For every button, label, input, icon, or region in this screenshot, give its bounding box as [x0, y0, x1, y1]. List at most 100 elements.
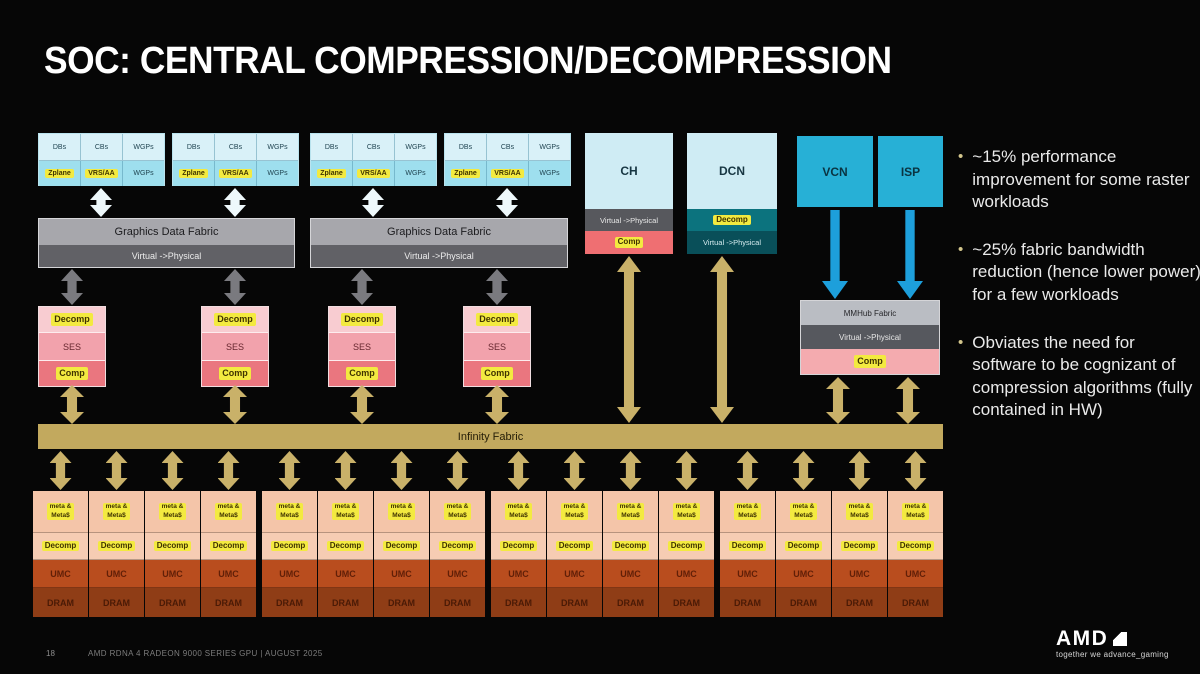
vrs-aa-chip: VRS/AA	[85, 168, 118, 179]
memory-decomp-row: Decomp	[603, 533, 658, 560]
memory-decomp-row: Decomp	[145, 533, 200, 560]
gdf-to-decomp-arrow	[224, 269, 246, 305]
dcn-virtual-physical: Virtual ->Physical	[687, 231, 777, 254]
dram-row: DRAM	[888, 588, 943, 617]
fabric-to-memory-arrow-zone	[33, 451, 88, 491]
meta-line1: meta &	[161, 502, 184, 510]
fabric-to-memory-arrow	[676, 451, 698, 490]
ses-row: SES	[39, 332, 105, 361]
wgps-cell-2: WGPs	[405, 170, 426, 177]
meta-line2: Meta$	[850, 511, 869, 519]
meta-line2: Meta$	[51, 511, 70, 519]
umc-row: UMC	[603, 560, 658, 588]
memory-channel: meta & Meta$ Decomp UMC DRAM	[318, 451, 373, 617]
wgps-cell: WGPs	[267, 143, 288, 151]
umc-row: UMC	[832, 560, 887, 588]
decomp-stack: Decomp SES Comp	[328, 306, 396, 387]
fabric-to-memory-arrow-zone	[776, 451, 831, 491]
meta-line2: Meta$	[392, 511, 411, 519]
meta-line1: meta &	[105, 502, 128, 510]
memory-decomp-chip: Decomp	[784, 540, 823, 552]
vrs-aa-chip: VRS/AA	[357, 168, 390, 179]
memory-channel: meta & Meta$ Decomp UMC DRAM	[201, 451, 256, 617]
fabric-to-memory-arrow	[447, 451, 469, 490]
comp-row: Comp	[39, 361, 105, 386]
comp-chip: Comp	[56, 367, 88, 380]
ch-block: CH Virtual ->Physical Comp	[585, 133, 673, 254]
meta-line2: Meta$	[565, 511, 584, 519]
umc-row: UMC	[720, 560, 775, 588]
slide-title: SOC: CENTRAL COMPRESSION/DECOMPRESSION	[44, 40, 892, 82]
meta-cache-chip: meta & Meta$	[616, 502, 645, 521]
graphics-data-fabric: Graphics Data Fabric Virtual ->Physical	[38, 218, 295, 268]
fabric-to-memory-arrow-zone	[374, 451, 429, 491]
cluster-to-gdf-arrow	[224, 188, 246, 217]
fabric-to-memory-arrow	[50, 451, 72, 490]
meta-line1: meta &	[675, 502, 698, 510]
meta-cache-chip: meta & Meta$	[102, 502, 131, 521]
meta-line2: Meta$	[677, 511, 696, 519]
mmhub-fabric-label: MMHub Fabric	[801, 301, 939, 325]
meta-cache-chip: meta & Meta$	[46, 502, 75, 521]
isp-block: ISP	[878, 136, 943, 207]
memory-channel: meta & Meta$ Decomp UMC DRAM	[430, 451, 485, 617]
fabric-to-memory-arrow-zone	[659, 451, 714, 491]
vrs-aa-cell: VRS/AA	[215, 161, 257, 186]
bullet-item: • ~25% fabric bandwidth reduction (hence…	[958, 239, 1200, 307]
cluster-bottom-row: Zplane VRS/AA WGPs	[445, 161, 570, 186]
comp-chip: Comp	[346, 367, 378, 380]
meta-line2: Meta$	[448, 511, 467, 519]
meta-cache-row: meta & Meta$	[374, 491, 429, 533]
memory-channel: meta & Meta$ Decomp UMC DRAM	[832, 451, 887, 617]
fabric-to-memory-arrow	[793, 451, 815, 490]
bullet-text: ~15% performance improvement for some ra…	[972, 147, 1190, 212]
dram-row: DRAM	[374, 588, 429, 617]
dram-row: DRAM	[603, 588, 658, 617]
cbs-cell: CBs	[215, 134, 257, 160]
fabric-to-memory-arrow	[391, 451, 413, 490]
bullet-dot: •	[958, 333, 964, 351]
vrs-aa-cell: VRS/AA	[81, 161, 123, 186]
decomp-row: Decomp	[329, 307, 395, 332]
zplane-chip: Zplane	[317, 168, 346, 179]
meta-cache-chip: meta & Meta$	[845, 502, 874, 521]
vrs-aa-chip: VRS/AA	[491, 168, 524, 179]
amd-logo: AMD	[1056, 627, 1128, 651]
meta-line1: meta &	[390, 502, 413, 510]
bullet-text: Obviates the need for software to be cog…	[972, 332, 1193, 420]
zplane-chip: Zplane	[45, 168, 74, 179]
mmhub-to-fabric-arrow	[826, 377, 850, 424]
memory-decomp-chip: Decomp	[209, 540, 248, 552]
meta-cache-row: meta & Meta$	[491, 491, 546, 533]
meta-cache-row: meta & Meta$	[832, 491, 887, 533]
memory-channel: meta & Meta$ Decomp UMC DRAM	[262, 451, 317, 617]
notes-panel: • ~15% performance improvement for some …	[958, 146, 1200, 447]
memory-group: meta & Meta$ Decomp UMC DRAM	[720, 451, 943, 617]
ch-comp-chip: Comp	[614, 237, 644, 248]
meta-line1: meta &	[334, 502, 357, 510]
meta-line1: meta &	[49, 502, 72, 510]
memory-decomp-row: Decomp	[659, 533, 714, 560]
wgps-cell: WGPs	[133, 143, 154, 151]
fabric-to-memory-arrow	[162, 451, 184, 490]
memory-decomp-chip: Decomp	[499, 540, 538, 552]
ch-comp-row: Comp	[585, 231, 673, 254]
dram-row: DRAM	[832, 588, 887, 617]
gdf-to-decomp-arrow	[486, 269, 508, 305]
zplane-cell: Zplane	[173, 161, 215, 186]
meta-line2: Meta$	[794, 511, 813, 519]
umc-row: UMC	[547, 560, 602, 588]
memory-decomp-chip: Decomp	[326, 540, 365, 552]
memory-decomp-row: Decomp	[547, 533, 602, 560]
meta-cache-row: meta & Meta$	[776, 491, 831, 533]
meta-line2: Meta$	[280, 511, 299, 519]
wgps-cell-2: WGPs	[539, 170, 560, 177]
decomp-to-fabric-arrow	[485, 385, 509, 424]
ch-label: CH	[585, 133, 673, 209]
cluster-top-row: DBs CBs WGPs	[173, 134, 298, 161]
meta-cache-row: meta & Meta$	[89, 491, 144, 533]
decomp-chip: Decomp	[476, 313, 518, 326]
meta-cache-row: meta & Meta$	[720, 491, 775, 533]
graphics-data-fabric: Graphics Data Fabric Virtual ->Physical	[310, 218, 568, 268]
page-number: 18	[46, 649, 55, 658]
